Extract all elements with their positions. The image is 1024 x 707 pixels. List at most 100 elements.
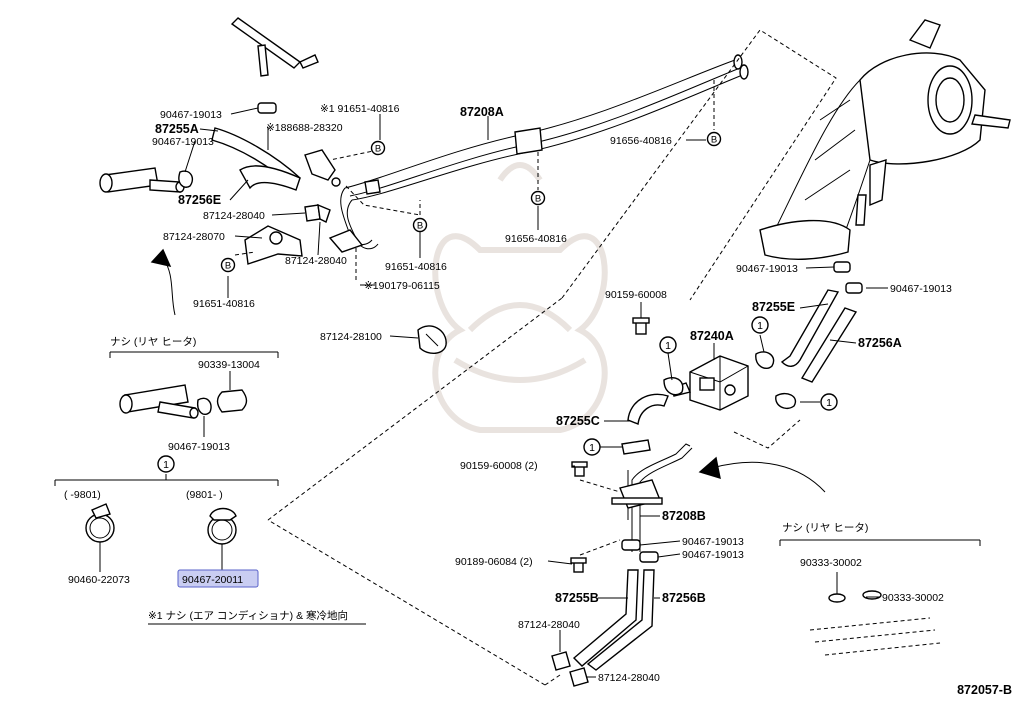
- label-87124-28040-a[interactable]: 87124-28040: [203, 210, 265, 222]
- label-87124-28070[interactable]: 87124-28070: [163, 231, 225, 243]
- label-87124-28100[interactable]: 87124-28100: [320, 331, 382, 343]
- clamp-90460-22073: [85, 503, 115, 543]
- hose-87256a: [800, 307, 858, 383]
- svg-text:1: 1: [665, 340, 671, 352]
- arrow-right: [698, 456, 826, 493]
- label-87208b[interactable]: 87208B: [662, 509, 706, 523]
- clamp-90467-19013-left: [178, 170, 194, 188]
- dashed-boundary: [267, 29, 837, 686]
- label-90467-19013-c[interactable]: 90467-19013: [736, 263, 798, 275]
- circle-one-marker-2: 1: [751, 316, 769, 334]
- rear-heater-unit: [759, 19, 1011, 260]
- heater-pipe-left: [99, 167, 185, 193]
- hose-87255e: [780, 289, 840, 367]
- label-90467-20011[interactable]: 90467-20011: [182, 574, 243, 586]
- hose-87255c: [627, 393, 669, 425]
- clamp-circle1-c: [775, 392, 797, 410]
- bolt-marker-b-5: B: [220, 257, 236, 273]
- diagram-code: 872057-B: [957, 683, 1012, 697]
- label-87255a[interactable]: 87255A: [155, 122, 199, 136]
- heater-pipe-nashi-left: [119, 384, 248, 419]
- clamps-87124-28040-bottom: [551, 651, 589, 687]
- label-87256b[interactable]: 87256B: [662, 591, 706, 605]
- svg-text:B: B: [711, 135, 717, 146]
- label-91656-40816-a[interactable]: 91656-40816: [610, 135, 672, 147]
- svg-text:1: 1: [826, 397, 832, 409]
- clamp-circle1-b: [755, 351, 775, 370]
- label-90460-22073[interactable]: 90460-22073: [68, 574, 130, 586]
- label-90333-30002-a[interactable]: 90333-30002: [800, 557, 862, 569]
- label-190179-06115[interactable]: ※190179-06115: [364, 280, 440, 292]
- highlight-90467-20011[interactable]: [177, 569, 259, 588]
- label-91656-40816-b[interactable]: 91656-40816: [505, 233, 567, 245]
- bolt-marker-b-2: B: [706, 131, 722, 147]
- bolt-90189-06084: [570, 557, 587, 573]
- bracket-188688: [304, 149, 341, 187]
- clamps-90467-19013-mid: [621, 539, 659, 563]
- dashed-leaders: [234, 80, 715, 556]
- label-87255e[interactable]: 87255E: [752, 300, 795, 314]
- label-nashi-left: ナシ (リヤ ヒータ): [110, 336, 196, 348]
- label-91651-40816-c[interactable]: 91651-40816: [193, 298, 255, 310]
- bolt-marker-b-4: B: [412, 217, 428, 233]
- label-90467-19013-e[interactable]: 90467-19013: [682, 536, 744, 548]
- label-91651-40816-note[interactable]: ※1 91651-40816: [320, 103, 400, 115]
- svg-text:B: B: [375, 144, 381, 155]
- watermark-crest: [432, 162, 608, 433]
- label-90467-19013-d[interactable]: 90467-19013: [890, 283, 952, 295]
- svg-text:B: B: [535, 194, 541, 205]
- svg-text:1: 1: [589, 442, 595, 454]
- bolt-90159-60008: [632, 317, 650, 335]
- label-90159-60008-2[interactable]: 90159-60008 (2): [460, 460, 538, 472]
- label-87124-28040-b[interactable]: 87124-28040: [285, 255, 347, 267]
- label-87240a[interactable]: 87240A: [690, 329, 734, 343]
- label-90339-13004[interactable]: 90339-13004: [198, 359, 260, 371]
- small-pipe-top: [230, 17, 319, 77]
- label-87208a[interactable]: 87208A: [460, 105, 504, 119]
- label-90467-19013-b[interactable]: 90467-19013: [152, 136, 214, 148]
- label-87256e[interactable]: 87256E: [178, 193, 221, 207]
- label-87255b[interactable]: 87255B: [555, 591, 599, 605]
- label-90189-06084-2[interactable]: 90189-06084 (2): [455, 556, 533, 568]
- water-valve-87240a: [671, 355, 749, 411]
- bolt-marker-b-1: B: [370, 140, 386, 156]
- label-90467-19013-g[interactable]: 90467-19013: [168, 441, 230, 453]
- label-91651-40816-b[interactable]: 91651-40816: [385, 261, 447, 273]
- circle-one-marker-1: 1: [659, 336, 677, 354]
- label-range-new: (9801- ): [186, 489, 223, 501]
- clamp-90467-19013-right-b: [845, 282, 863, 294]
- clamp-90467-19013-top: [257, 102, 277, 114]
- clamp-87124-28040-a: [304, 203, 331, 223]
- hose-87255b: [572, 569, 639, 667]
- pipe-87208b: [611, 443, 693, 552]
- hose-87255a: [211, 127, 301, 191]
- label-87124-28040-d[interactable]: 87124-28040: [598, 672, 660, 684]
- label-188688-28320[interactable]: ※188688-28320: [266, 122, 343, 134]
- svg-text:B: B: [417, 221, 423, 232]
- arrow-left: [150, 248, 176, 316]
- label-90467-19013-a[interactable]: 90467-19013: [160, 109, 222, 121]
- clamp-87124-28070: [244, 225, 303, 265]
- svg-text:B: B: [225, 261, 231, 272]
- plug-90333-a: [828, 593, 846, 603]
- label-90159-60008[interactable]: 90159-60008: [605, 289, 667, 301]
- bolt-marker-b-3: B: [530, 190, 546, 206]
- hose-87256b: [586, 569, 655, 671]
- bolt-90159-60008-2: [571, 461, 588, 477]
- grommet-87124-28100: [417, 325, 447, 354]
- label-87124-28040-c[interactable]: 87124-28040: [518, 619, 580, 631]
- clamp-90467-20011: [207, 507, 237, 545]
- circle-one-marker-3: 1: [820, 393, 838, 411]
- clamp-circle1-d: [621, 439, 651, 455]
- svg-text:1: 1: [757, 320, 763, 332]
- label-nashi-right: ナシ (リヤ ヒータ): [782, 522, 868, 534]
- label-90333-30002-b[interactable]: 90333-30002: [882, 592, 944, 604]
- label-range-old: ( -9801): [64, 489, 101, 501]
- label-87256a[interactable]: 87256A: [858, 336, 902, 350]
- circle-one-marker-4: 1: [583, 438, 601, 456]
- label-90467-19013-f[interactable]: 90467-19013: [682, 549, 744, 561]
- label-87255c[interactable]: 87255C: [556, 414, 600, 428]
- circle-one-marker-5: 1: [157, 455, 175, 473]
